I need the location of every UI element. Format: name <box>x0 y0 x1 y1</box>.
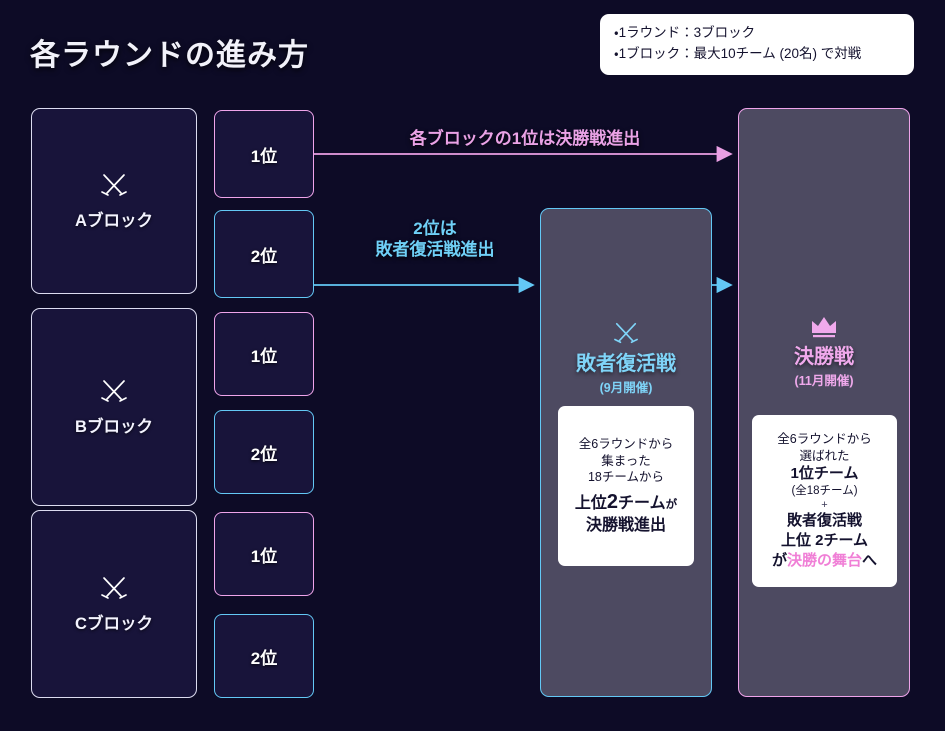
loser-panel-subtitle: (9月開催) <box>599 381 653 395</box>
crossed-swords-icon <box>97 575 131 606</box>
crossed-swords-icon <box>97 172 131 203</box>
rank-label: 1位 <box>250 546 278 566</box>
block-card-c[interactable]: Cブロック <box>31 510 197 698</box>
rank-badge-a-second[interactable]: 2位 <box>214 210 314 298</box>
info-line-rounds: ・1ラウンド：3ブロック <box>614 25 756 40</box>
loser-card-line4-prefix: 上位 <box>574 494 607 512</box>
info-line-teams: ・1ブロック：最大10チーム (20名) で対戦 <box>614 45 862 61</box>
loser-card-line4-particle: が <box>665 498 678 511</box>
connector-label-to-final: 各ブロックの1位は決勝戦進出 <box>409 129 641 148</box>
block-label-a: Aブロック <box>75 211 153 230</box>
block-card-b[interactable]: Bブロック <box>31 308 197 506</box>
loser-card-line4-number: 2 <box>606 490 619 513</box>
final-card-line7: が決勝の舞台へ <box>772 551 877 571</box>
loser-card-line5: 決勝戦進出 <box>585 516 666 534</box>
loser-card-line4-suffix: チーム <box>618 494 666 512</box>
block-label-b: Bブロック <box>75 417 153 436</box>
final-panel-header: 決勝戦 (11月開催) <box>739 314 909 389</box>
crown-icon <box>739 314 909 343</box>
info-box: ・1ラウンド：3ブロック ・1ブロック：最大10チーム (20名) で対戦 <box>600 14 914 75</box>
rank-badge-c-first[interactable]: 1位 <box>214 512 314 596</box>
final-card-line2: 選ばれた <box>799 448 850 463</box>
final-card-line7-suffix: へ <box>862 551 878 569</box>
block-label-c: Cブロック <box>75 614 153 633</box>
final-card-line3: 1位チーム <box>790 465 859 483</box>
loser-card-line4: 上位2チームが <box>575 489 677 515</box>
final-card-line7-prefix: が <box>771 551 787 569</box>
loser-panel-title: 敗者復活戦 <box>576 353 676 375</box>
loser-card-line3: 18チームから <box>587 470 665 484</box>
rank-badge-b-first[interactable]: 1位 <box>214 312 314 396</box>
loser-card-line2: 集まった <box>601 453 651 468</box>
final-stage-panel[interactable]: 決勝戦 (11月開催) <box>738 108 910 697</box>
final-card-line4: (全18チーム) <box>791 485 858 498</box>
block-card-a[interactable]: Aブロック <box>31 108 197 294</box>
connector-label-to-loser: 2位は 敗者復活戦進出 <box>375 219 495 260</box>
crossed-swords-icon <box>541 321 711 350</box>
loser-card-line1: 全6ラウンドから <box>578 437 674 451</box>
final-panel-title: 決勝戦 <box>794 346 854 368</box>
rank-badge-a-first[interactable]: 1位 <box>214 110 314 198</box>
rank-label: 2位 <box>250 246 278 266</box>
rank-label: 2位 <box>250 648 278 668</box>
rank-label: 2位 <box>250 444 278 464</box>
final-card-line7-highlight: 決勝の舞台 <box>786 551 862 569</box>
final-card-line5: 敗者復活戦 <box>786 512 862 530</box>
final-card-line6: 上位 2チーム <box>780 532 869 550</box>
final-info-card: 全6ラウンドから 選ばれた 1位チーム (全18チーム) + 敗者復活戦 上位 … <box>752 415 897 587</box>
rank-label: 1位 <box>250 146 278 166</box>
loser-panel-header: 敗者復活戦 (9月開催) <box>541 321 711 396</box>
crossed-swords-icon <box>97 378 131 409</box>
page-title: 各ラウンドの進み方 <box>30 39 309 72</box>
rank-label: 1位 <box>250 346 278 366</box>
final-panel-subtitle: (11月開催) <box>794 374 854 388</box>
final-card-line1: 全6ラウンドから <box>777 432 872 447</box>
rank-badge-c-second[interactable]: 2位 <box>214 614 314 698</box>
loser-info-card: 全6ラウンドから 集まった 18チームから 上位2チームが 決勝戦進出 <box>558 406 694 566</box>
rank-badge-b-second[interactable]: 2位 <box>214 410 314 494</box>
final-card-plus: + <box>821 499 828 512</box>
